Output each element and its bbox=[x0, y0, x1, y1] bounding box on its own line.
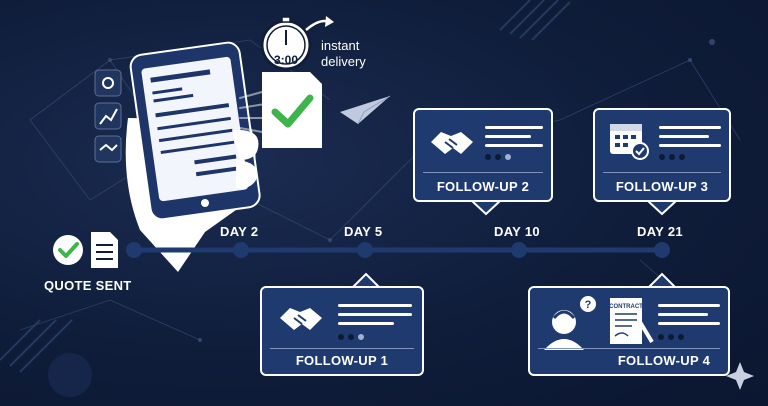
timeline-node-day21 bbox=[654, 242, 670, 258]
approved-document-icon bbox=[262, 72, 322, 148]
day-label-21: DAY 21 bbox=[637, 224, 683, 239]
follow-up-card-1: FOLLOW-UP 1 bbox=[260, 286, 424, 376]
paper-plane-icon bbox=[340, 96, 390, 124]
follow-up-card-2: FOLLOW-UP 2 bbox=[413, 108, 553, 202]
calendar-check-icon bbox=[610, 124, 649, 160]
timeline-node-start bbox=[126, 242, 142, 258]
quote-sent-label: QUOTE SENT bbox=[44, 278, 132, 293]
follow-up-card-3: FOLLOW-UP 3 bbox=[593, 108, 731, 202]
sparkle-icon bbox=[726, 362, 754, 390]
follow-up-card-4: ? CONTRACT FOLLOW-UP 4 bbox=[528, 286, 730, 376]
handshake-icon bbox=[431, 132, 473, 154]
quote-document-icon bbox=[91, 232, 118, 268]
follow-up-1-title: FOLLOW-UP 1 bbox=[295, 353, 389, 368]
timeline-node-day2 bbox=[233, 242, 249, 258]
instant-delivery-label: instant delivery bbox=[321, 38, 366, 69]
svg-text:?: ? bbox=[585, 299, 592, 311]
timeline-node-day10 bbox=[511, 242, 527, 258]
day-label-10: DAY 10 bbox=[494, 224, 540, 239]
side-icons bbox=[94, 69, 122, 163]
day-label-5: DAY 5 bbox=[344, 224, 383, 239]
contract-label: CONTRACT bbox=[609, 304, 643, 310]
check-circle-icon bbox=[53, 235, 83, 265]
clock-time: 3:00 bbox=[273, 53, 299, 67]
person-question-icon: ? bbox=[544, 296, 596, 350]
contract-icon: CONTRACT bbox=[609, 298, 654, 344]
stopwatch-icon bbox=[260, 16, 334, 71]
follow-up-4-title: FOLLOW-UP 4 bbox=[617, 353, 711, 368]
follow-up-2-title: FOLLOW-UP 2 bbox=[436, 179, 530, 194]
hand-holding-phone bbox=[125, 41, 261, 272]
timeline-node-day5 bbox=[357, 242, 373, 258]
follow-up-3-title: FOLLOW-UP 3 bbox=[615, 179, 709, 194]
day-label-2: DAY 2 bbox=[220, 224, 259, 239]
handshake-icon bbox=[280, 308, 322, 330]
